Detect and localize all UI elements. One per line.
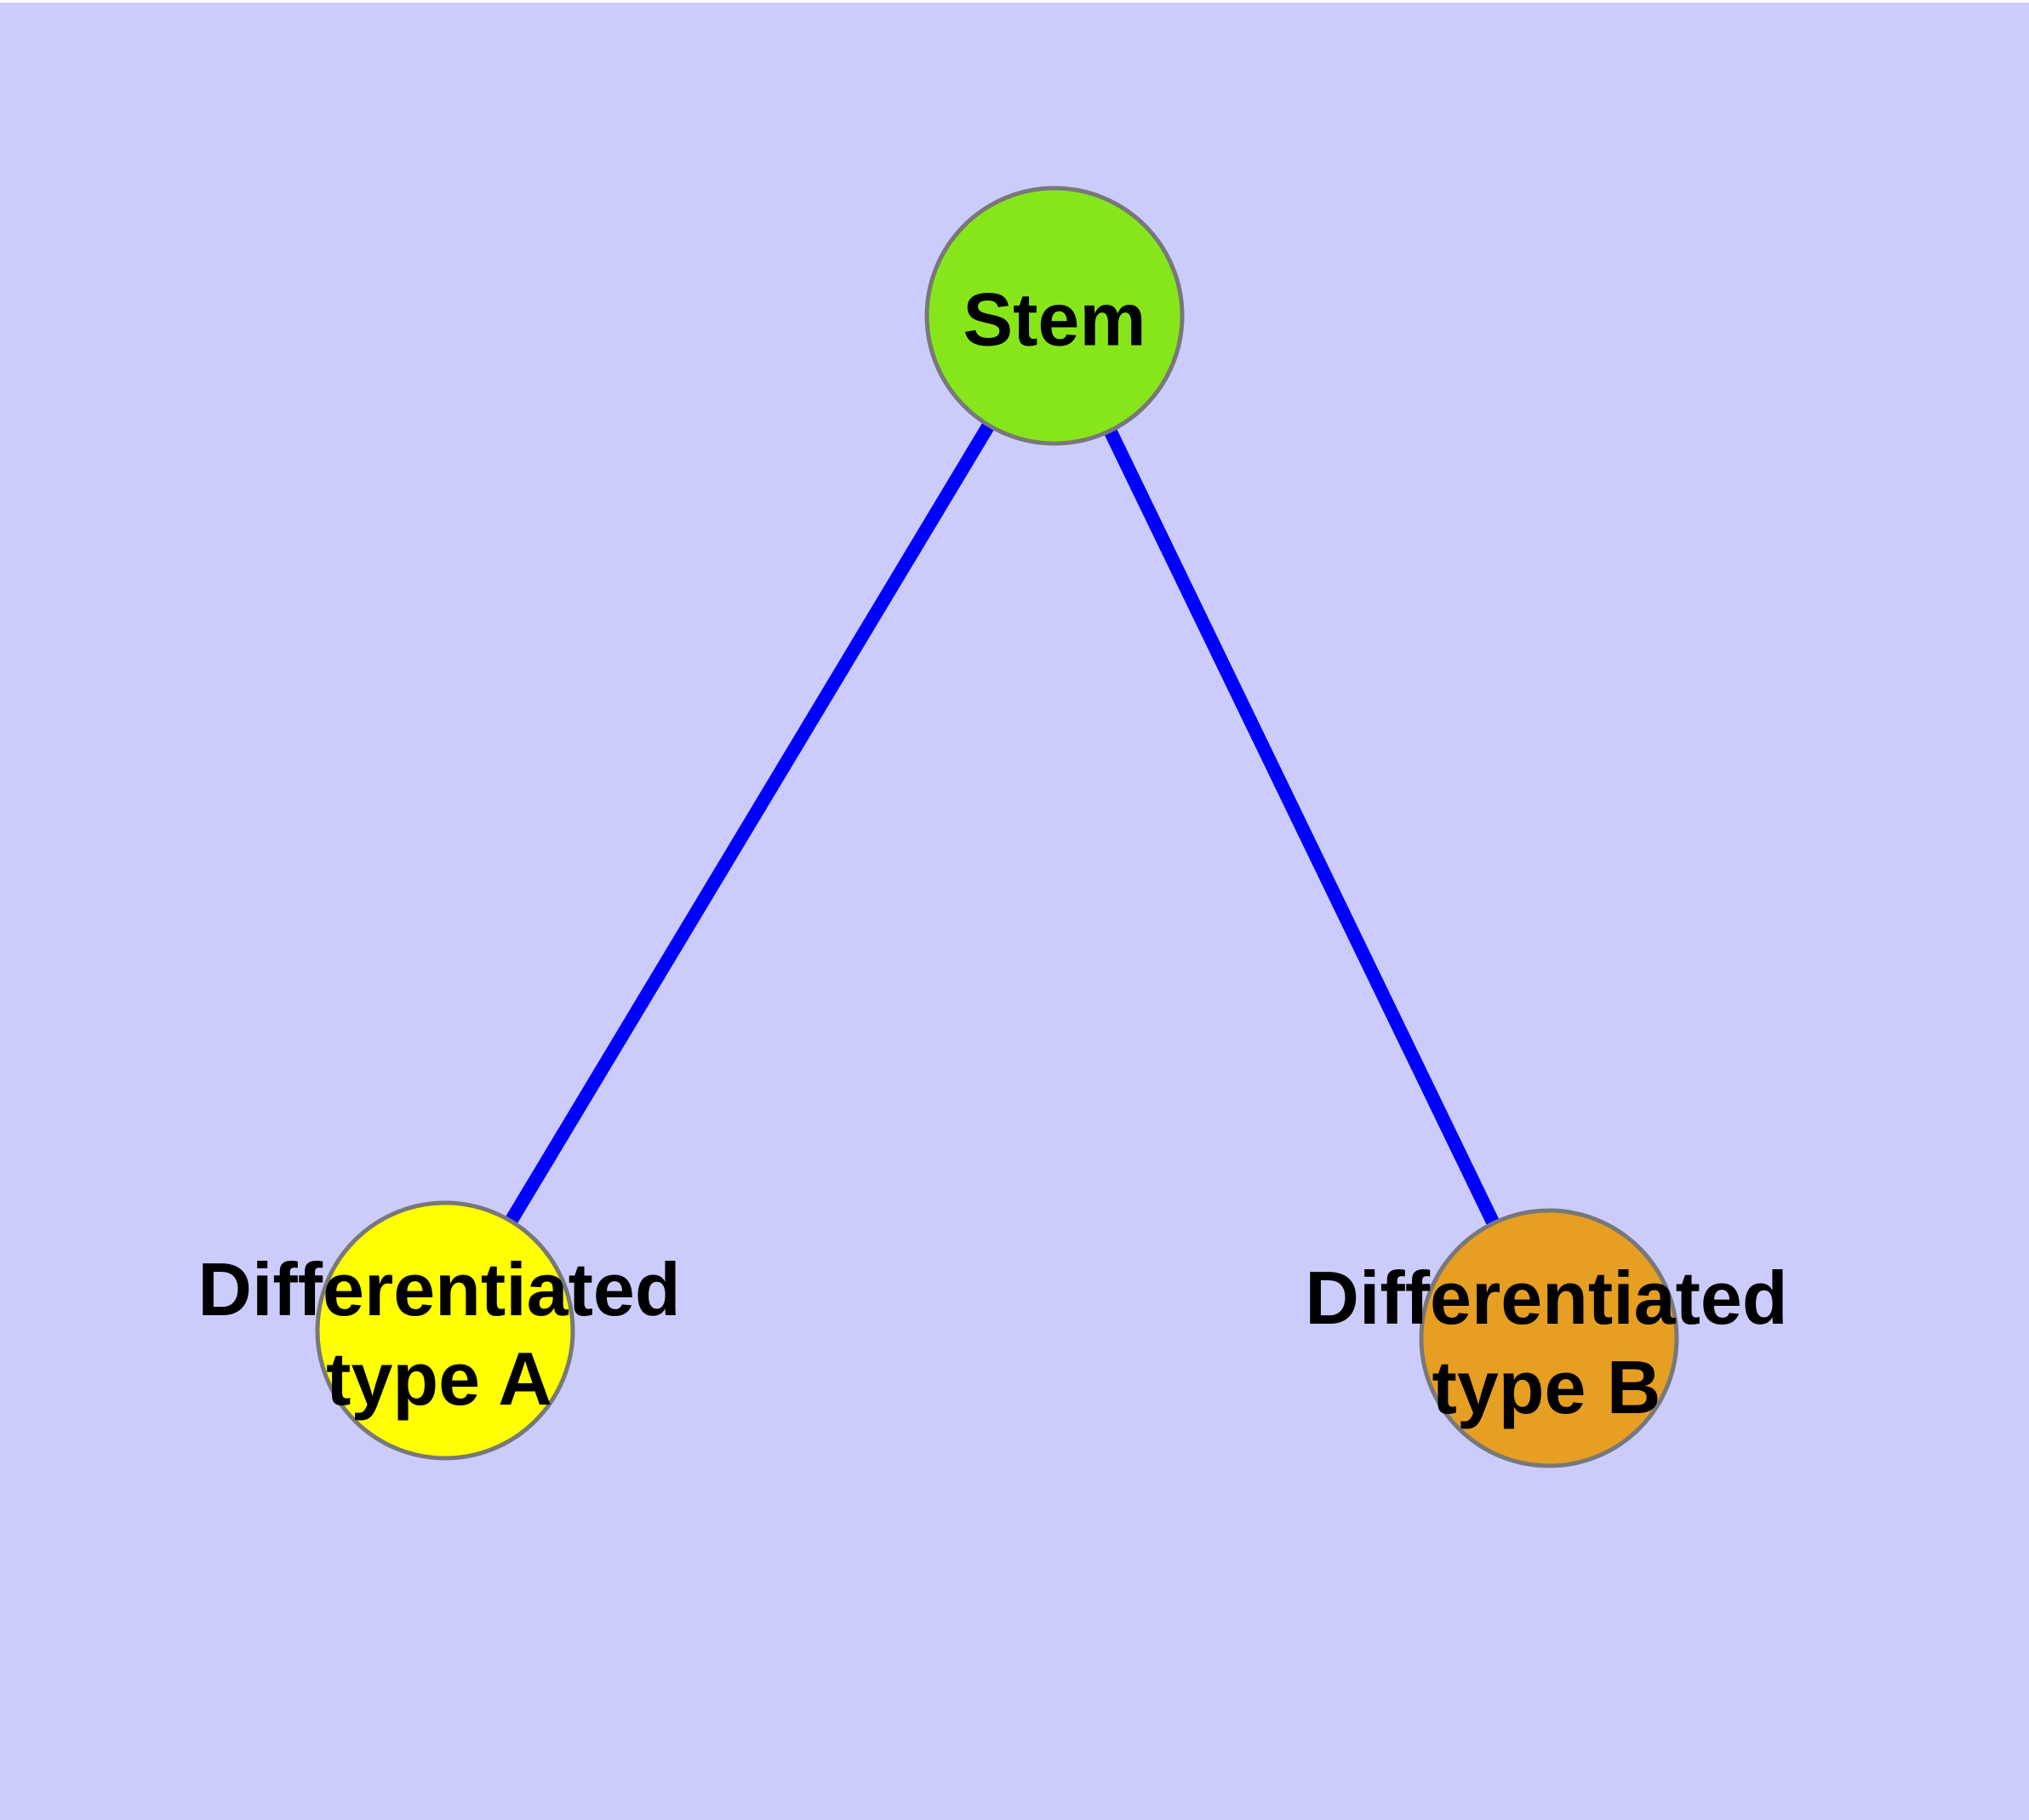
edge-stem-to-type-b: [1048, 312, 1556, 1342]
node-differentiated-type-a[interactable]: [315, 1200, 575, 1461]
edge-stem-to-type-a: [439, 312, 1060, 1335]
node-stem[interactable]: [924, 186, 1185, 446]
node-differentiated-type-b[interactable]: [1419, 1208, 1679, 1468]
